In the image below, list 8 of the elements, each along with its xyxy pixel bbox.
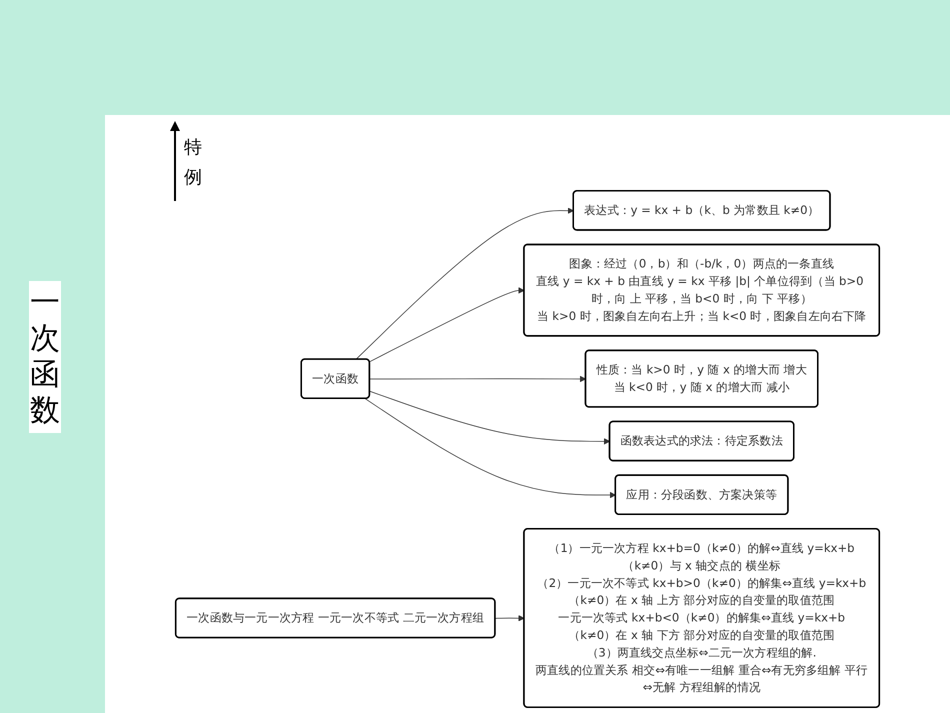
- arrow: [369, 376, 586, 382]
- arrow: [369, 390, 610, 445]
- arrow: [356, 208, 574, 360]
- arrow: [369, 287, 525, 362]
- note-label: 特例: [184, 136, 203, 190]
- arrow: [494, 615, 525, 622]
- title: 一次函数: [29, 280, 61, 432]
- arrow: [364, 398, 616, 498]
